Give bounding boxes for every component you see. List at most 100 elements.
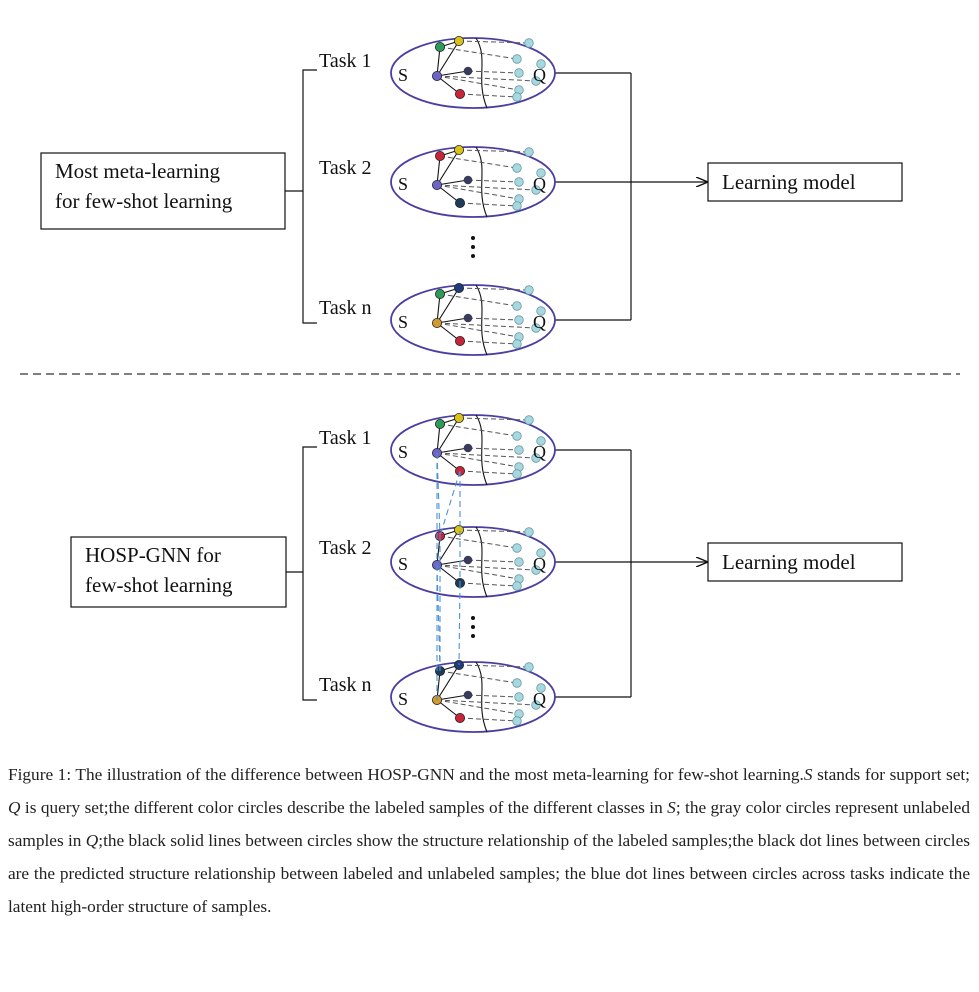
structure-solid-line [436, 694, 469, 701]
query-set-label: Q [533, 312, 546, 332]
query-sample-node [536, 683, 546, 693]
top-source-label-line2: for few-shot learning [55, 189, 233, 213]
query-sample-node [514, 68, 524, 78]
query-sample-node [512, 301, 522, 311]
query-sample-node [524, 285, 534, 295]
predicted-relation-dashed-line [458, 40, 530, 44]
support-query-divider [475, 414, 488, 486]
support-set-label: S [398, 689, 408, 709]
support-sample-node [434, 42, 445, 53]
query-sample-node [514, 315, 524, 325]
support-sample-node [453, 144, 464, 155]
support-sample-node [463, 175, 473, 185]
predicted-relation-dashed-line [436, 564, 520, 580]
predicted-relation-dashed-line [459, 717, 518, 722]
support-sample-node [434, 288, 445, 299]
predicted-relation-dashed-line [436, 699, 537, 706]
query-sample-node [514, 177, 524, 187]
predicted-relation-dashed-line [459, 340, 518, 345]
bottom-bracket [302, 446, 317, 701]
top-ellipsis-dot [471, 245, 475, 249]
support-sample-node [454, 197, 465, 208]
support-sample-node [454, 89, 465, 100]
query-sample-node [512, 201, 522, 211]
structure-solid-line [436, 529, 460, 566]
top-ellipsis-dot [471, 254, 475, 258]
support-sample-node [434, 150, 445, 161]
bottom-task-label-2: Task 2 [319, 537, 371, 559]
structure-solid-line [436, 40, 460, 77]
support-sample-node [463, 443, 473, 453]
support-set-label: S [398, 312, 408, 332]
query-sample-node [524, 415, 534, 425]
caption-part3: ; the gray color circles represent unlab… [8, 798, 970, 850]
predicted-relation-dashed-line [458, 664, 530, 668]
latent-structure-link [439, 470, 461, 537]
predicted-relation-dashed-line [458, 149, 530, 153]
task-ellipse [390, 146, 556, 218]
predicted-relation-dashed-line [467, 447, 520, 451]
caption-q-symbol: Q [8, 798, 21, 817]
predicted-relation-dashed-line [459, 582, 518, 587]
predicted-relation-dashed-line [467, 179, 520, 183]
top-task-label-3: Task n [319, 297, 371, 319]
support-sample-node [453, 36, 464, 47]
query-set-label: Q [533, 442, 546, 462]
query-sample-node [536, 436, 546, 446]
support-sample-node [463, 555, 473, 565]
predicted-relation-dashed-line [436, 699, 520, 715]
predicted-relation-dashed-line [467, 559, 520, 563]
support-set-label: S [398, 554, 408, 574]
query-sample-node [512, 431, 522, 441]
predicted-relation-dashed-line [439, 535, 518, 549]
query-set-label: Q [533, 554, 546, 574]
latent-structure-link [436, 564, 441, 672]
predicted-relation-dashed-line [436, 452, 520, 468]
predicted-relation-dashed-line [458, 529, 530, 533]
support-sample-node [453, 282, 464, 293]
bottom-ellipsis-dot [471, 625, 475, 629]
query-set-label: Q [533, 689, 546, 709]
task-ellipse [390, 284, 556, 356]
query-sample-node [536, 306, 546, 316]
support-sample-node [434, 418, 445, 429]
predicted-relation-dashed-line [439, 46, 518, 60]
query-sample-node [512, 678, 522, 688]
query-sample-node [524, 38, 534, 48]
query-sample-node [512, 716, 522, 726]
support-sample-node [463, 690, 473, 700]
latent-structure-link [436, 452, 441, 537]
top-ellipsis-dot [471, 236, 475, 240]
top-source-box [40, 152, 286, 230]
caption-part1: stands for support set; [812, 765, 970, 784]
predicted-relation-dashed-line [436, 75, 520, 91]
support-sample-node [463, 66, 473, 76]
support-set-label: S [398, 442, 408, 462]
support-sample-node [431, 179, 442, 190]
caption-s-symbol-2: S [667, 798, 676, 817]
bottom-task-label-1: Task 1 [319, 427, 371, 449]
predicted-relation-dashed-line [439, 293, 518, 307]
query-sample-node [524, 147, 534, 157]
structure-solid-line [436, 287, 460, 324]
support-sample-node [431, 317, 442, 328]
query-set-label: Q [533, 65, 546, 85]
top-task-label-1: Task 1 [319, 50, 371, 72]
support-set-label: S [398, 65, 408, 85]
structure-solid-line [436, 149, 460, 186]
query-sample-node [512, 92, 522, 102]
figure-caption: Figure 1: The illustration of the differ… [8, 758, 970, 923]
predicted-relation-dashed-line [459, 202, 518, 207]
query-sample-node [512, 163, 522, 173]
bottom-ellipsis-dot [471, 616, 475, 620]
predicted-relation-dashed-line [459, 93, 518, 98]
query-sample-node [531, 453, 541, 463]
query-sample-node [512, 54, 522, 64]
predicted-relation-dashed-line [439, 670, 518, 684]
caption-prefix: Figure 1: The illustration of the differ… [8, 765, 804, 784]
structure-solid-line [436, 559, 469, 566]
